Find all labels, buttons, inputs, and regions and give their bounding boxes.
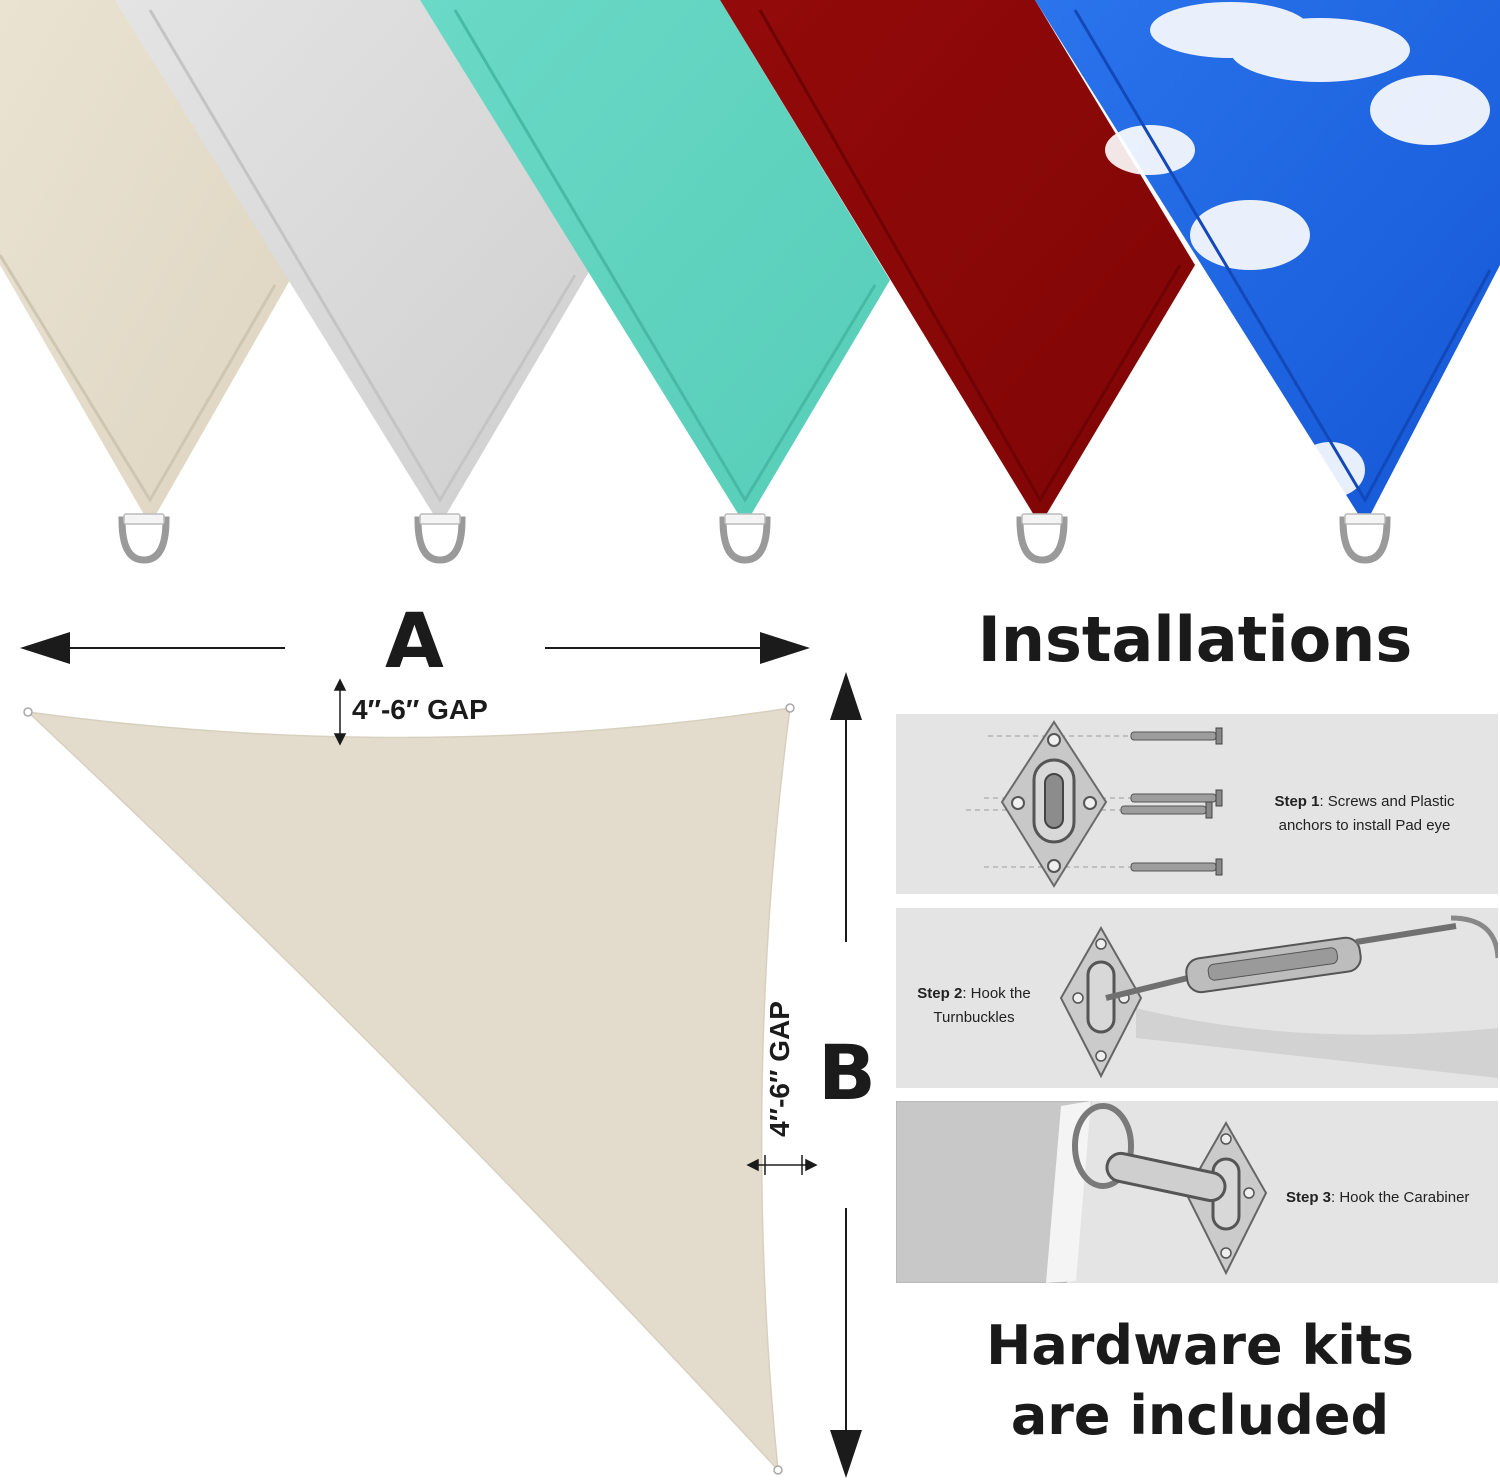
carabiner-illustration [896,1101,1268,1283]
side-a-label: A [385,596,444,685]
step-3-label: Step 3 [1286,1189,1332,1206]
pad-eye-screws-illustration [966,720,1223,888]
top-gap-label: 4″-6″ GAP [352,694,488,725]
side-b-label: B [818,1028,876,1117]
top-gap-marker [333,678,347,746]
step-1-description: : Screws and Plastic anchors to install … [1278,793,1455,834]
step-1-label: Step 1 [1274,793,1320,810]
swatch-light-grey [115,0,590,525]
step-3-text: Step 3: Hook the Carabiner [1286,1186,1496,1210]
turnbuckle-illustration [1059,915,1498,1079]
swatch-sky-blue [1035,0,1500,525]
side-gap-marker [746,1155,818,1175]
sail-shape [25,707,791,1473]
step-1-text: Step 1: Screws and Plastic anchors to in… [1262,790,1467,838]
fabric-swatches [0,0,1500,564]
step-3-description: : Hook the Carabiner [1331,1189,1470,1206]
step-2-panel: Step 2: Hook the Turnbuckles [896,908,1498,1088]
swatch-sand [0,0,290,525]
side-b-arrow [830,672,862,1478]
hardware-kits-line-1: Hardware kits [986,1314,1414,1377]
step-2-label: Step 2 [917,985,963,1002]
side-gap-label: 4″-6″ GAP [764,1001,795,1137]
installations-title: Installations [977,603,1413,676]
step-3-panel: Step 3: Hook the Carabiner [896,1101,1498,1283]
step-1-panel: Step 1: Screws and Plastic anchors to in… [896,714,1498,894]
swatch-aqua [420,0,890,525]
d-rings [118,516,1391,564]
hardware-kits-line-2: are included [1010,1384,1390,1447]
swatch-red [720,0,1195,525]
screws-icon [1120,727,1223,876]
sail-diagram [20,632,862,1478]
side-a-arrow [20,632,810,664]
step-2-text: Step 2: Hook the Turnbuckles [904,982,1044,1030]
step-2-description: : Hook the Turnbuckles [933,985,1031,1026]
